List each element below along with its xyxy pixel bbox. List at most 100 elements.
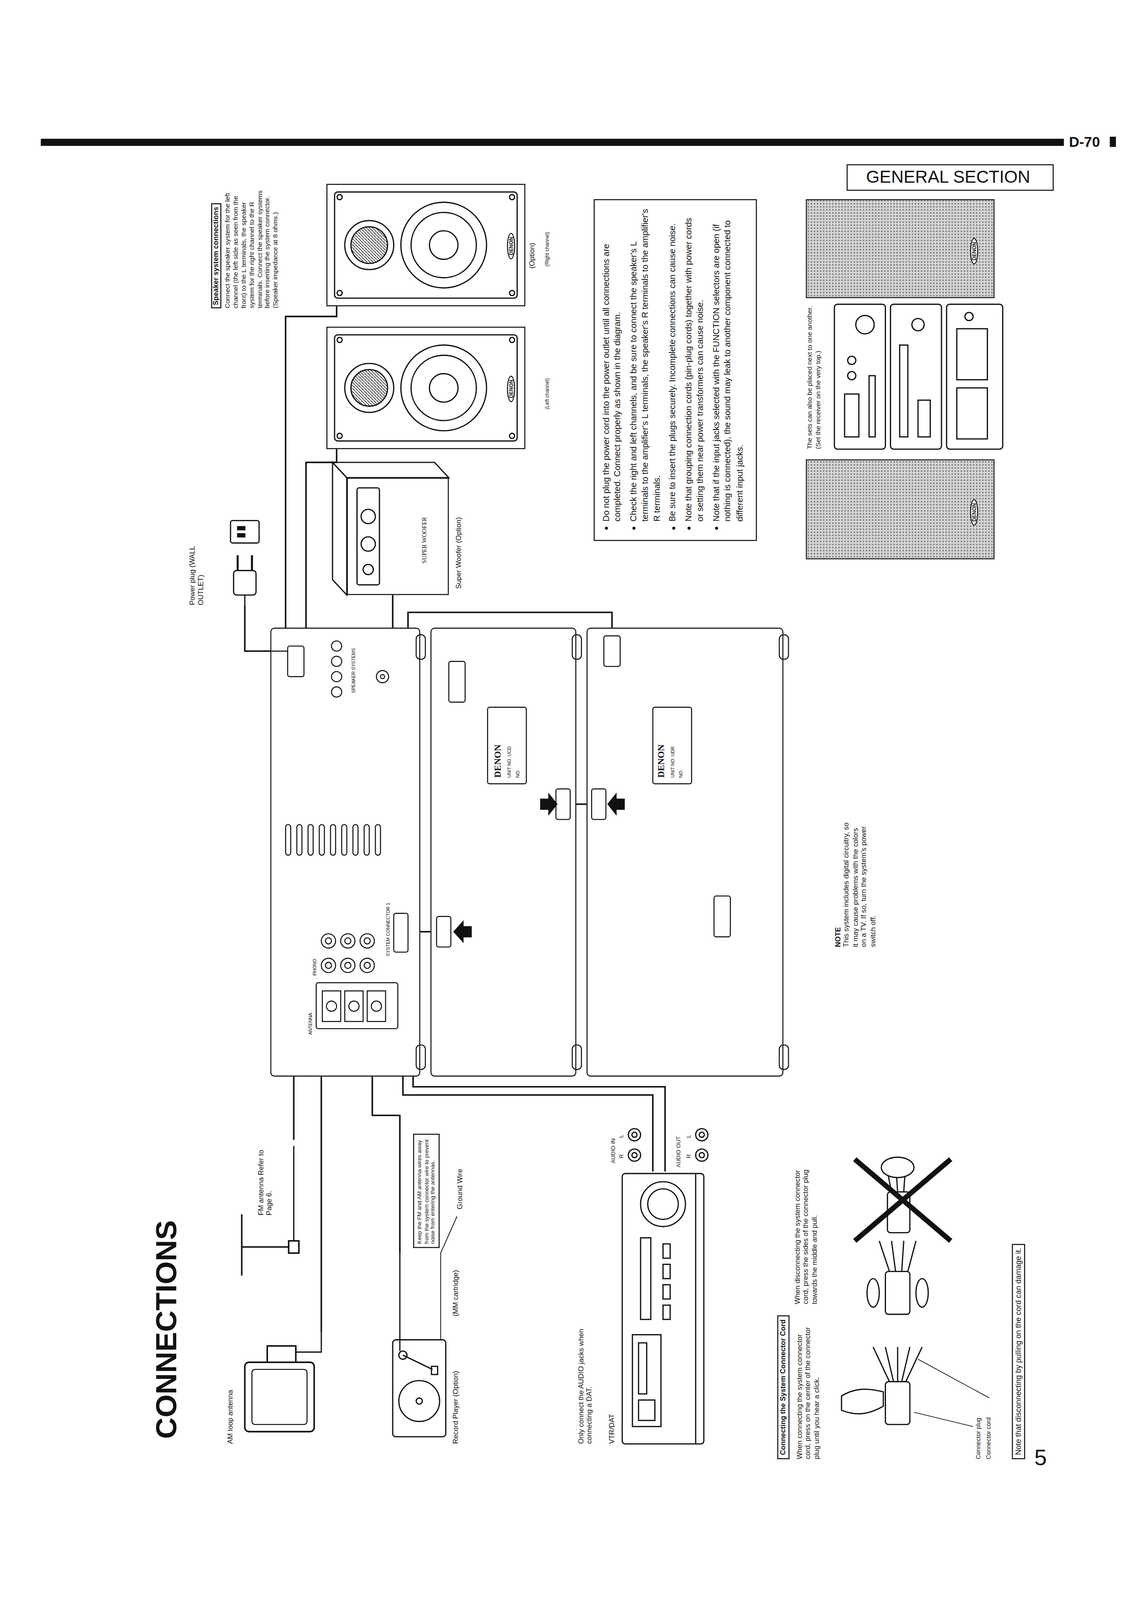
speaker-box: DENON(Left channel) — [326, 326, 526, 449]
stacked-units — [964, 312, 974, 321]
connector-hand-sketch — [841, 1388, 884, 1414]
receiver-panel — [376, 670, 389, 683]
node-text: (MM cartridge) — [451, 1269, 461, 1317]
receiver-panel — [364, 937, 371, 944]
label-text: Ground Wire — [455, 1168, 465, 1210]
cd-unit-panel — [487, 707, 527, 784]
speaker-detail — [509, 433, 515, 439]
vtr-deck — [663, 1304, 671, 1319]
super-woofer — [361, 536, 376, 551]
receiver-panel — [360, 958, 375, 973]
rca-plug — [695, 1128, 709, 1141]
bullet-dot — [714, 526, 718, 530]
power-plug — [237, 533, 245, 537]
connector-hand-sketch — [854, 1159, 951, 1241]
label-text: (Option) — [528, 242, 537, 269]
node-heading: Record Player (Option) — [451, 1370, 461, 1444]
connector-hand-sketch — [885, 1381, 910, 1425]
record-player — [431, 1366, 438, 1375]
speaker-box: DENON — [805, 199, 995, 299]
label-text: Connector plug — [975, 1417, 983, 1459]
label-text: 5 — [1034, 1444, 1047, 1472]
bullet-dot — [605, 526, 609, 530]
stacked-units — [956, 328, 988, 380]
vtr-deck — [638, 1342, 647, 1394]
fm-antenna — [241, 1214, 243, 1276]
receiver-panel — [326, 1000, 337, 1012]
record-player — [392, 1215, 458, 1437]
receiver-panel — [341, 824, 347, 856]
speaker-detail — [400, 344, 487, 431]
rca-plug — [632, 1152, 638, 1158]
receiver-panel — [287, 645, 304, 677]
connector-hand-sketch — [915, 1278, 929, 1307]
bullet-text: Check the right and left channels, and b… — [628, 208, 664, 532]
antenna-figure: AM loop antenna — [224, 1332, 342, 1447]
cd-unit-panel — [448, 661, 466, 703]
node-text: (Right channel) — [543, 231, 550, 267]
receiver-panel — [296, 824, 302, 856]
vtr-figure: VTR/DAT — [607, 1171, 706, 1444]
super-woofer — [332, 462, 449, 595]
am-loop-antenna — [244, 1361, 315, 1432]
record-player — [398, 1380, 440, 1422]
speaker-detail — [429, 373, 458, 403]
node-heading: Connecting the System Connector Cord — [779, 1319, 788, 1455]
header-bar — [40, 138, 1064, 146]
node-heading: DENON — [970, 237, 979, 265]
cd-unit-panel — [436, 916, 451, 948]
node-heading: DENON — [507, 232, 516, 260]
node-text: UNIT NO. UCD — [507, 746, 513, 778]
connector-hand-sketch — [907, 1240, 916, 1272]
cd-unit-panel — [436, 661, 571, 947]
receiver-panel — [321, 958, 336, 973]
connector-hand-sketch — [918, 1358, 990, 1398]
label-text: L — [685, 1134, 693, 1138]
receiver-panel — [360, 933, 375, 948]
speaker-detail — [334, 192, 518, 441]
receiver-panel — [331, 671, 342, 682]
receiver-panel — [316, 982, 398, 1029]
header-bar — [40, 136, 1117, 147]
cd-unit-panel — [540, 793, 557, 815]
label-text: AUDIO OUT — [675, 1136, 683, 1168]
receiver-panel — [367, 990, 386, 1022]
vtr-deck — [647, 1188, 679, 1220]
speaker-detail — [337, 194, 343, 200]
label-text: R — [617, 1154, 625, 1159]
power-plug — [244, 594, 246, 606]
receiver-panel — [270, 650, 288, 652]
speaker-box: DENON(Right channel) — [326, 183, 526, 307]
unit-foot — [572, 1044, 582, 1070]
bullet-dot — [632, 526, 636, 530]
speaker-detail — [334, 192, 518, 299]
note-block: NOTEThis system includes digital circuit… — [834, 819, 878, 948]
vtr-deck — [640, 1237, 651, 1320]
wire-connector — [391, 594, 394, 628]
node-heading: Speaker system connections — [211, 203, 222, 309]
receiver-panel — [352, 824, 359, 856]
section-box: GENERAL SECTION — [846, 164, 1054, 191]
receiver-panel — [380, 674, 385, 679]
cd-unit-panel — [556, 788, 571, 820]
tape-unit-panel — [603, 635, 621, 667]
note-box: Keep the FM and AM antenna wires away fr… — [413, 1133, 440, 1248]
receiver-panel — [348, 1000, 359, 1012]
vtr-deck — [640, 1181, 686, 1227]
label-text: AUDIO IN — [609, 1138, 617, 1164]
node-heading: GENERAL SECTION — [847, 167, 1049, 189]
vtr-deck — [663, 1284, 671, 1299]
instruction-block: Speaker system connectionsConnect the sp… — [204, 183, 280, 309]
stacked-units — [946, 304, 1003, 449]
power-plug — [236, 555, 239, 571]
speaker-detail — [400, 202, 487, 289]
node-heading: Power plug (WALL OUTLET) — [188, 542, 206, 606]
connector-hand-sketch — [854, 1159, 951, 1241]
connector-hand-sketch — [897, 1346, 899, 1382]
rca-plug — [628, 1128, 641, 1141]
receiver-panel — [322, 990, 341, 1022]
speaker-detail — [344, 363, 394, 413]
node-text: Connect the speaker system for the left … — [223, 183, 280, 309]
